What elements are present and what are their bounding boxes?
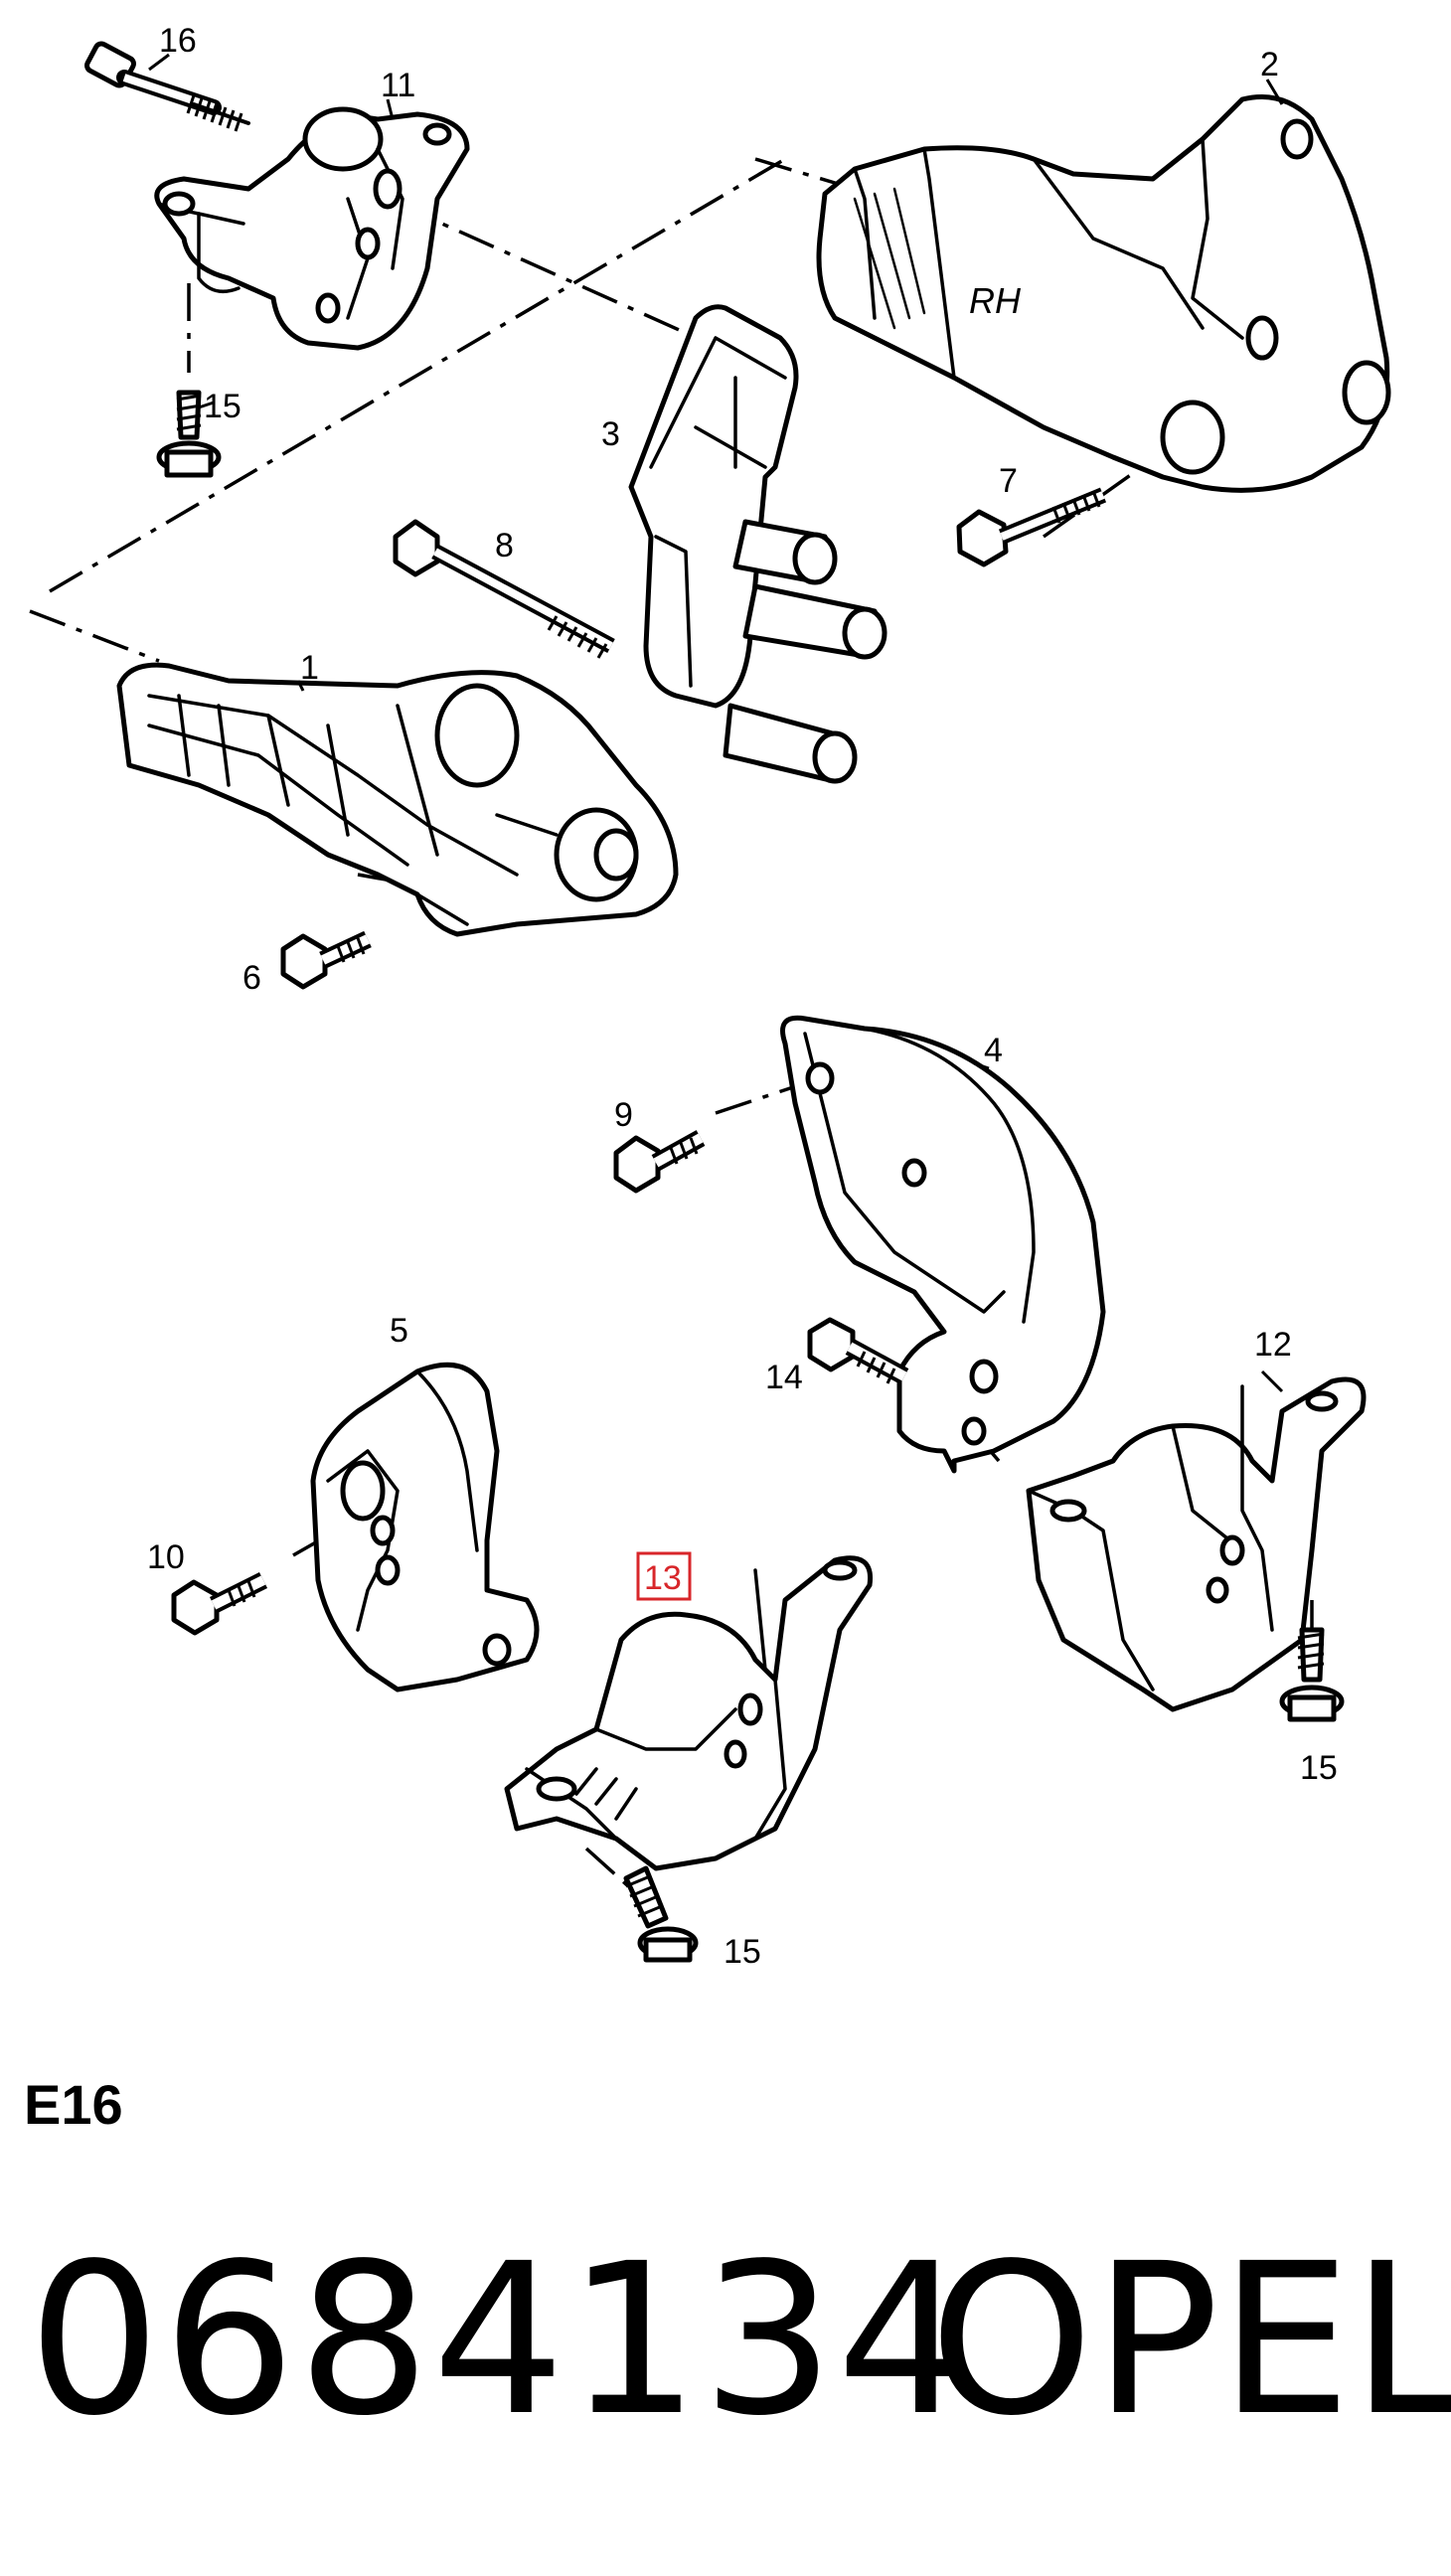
- part-7-bolt: [956, 487, 1107, 567]
- callout-13: 13: [644, 1559, 682, 1597]
- callout-15-top: 15: [204, 388, 242, 425]
- part-2-rh-bracket: RH: [816, 94, 1391, 493]
- highlight-box-13: [636, 1551, 692, 1601]
- part-9-bolt: [613, 1130, 706, 1194]
- callout-14: 14: [765, 1359, 803, 1396]
- part-4-plate: [780, 1015, 1106, 1474]
- part-11-mount: [154, 106, 470, 351]
- part-14-bolt: [807, 1317, 909, 1384]
- stamp-rh: RH: [969, 280, 1022, 321]
- exploded-parts-diagram: RH: [29, 22, 1391, 1971]
- part-3-bracket: [628, 304, 887, 784]
- callout-7: 7: [999, 462, 1018, 500]
- callout-11: 11: [381, 67, 415, 104]
- callout-15-bottom: 15: [724, 1933, 761, 1971]
- part-1-arm: [116, 662, 679, 937]
- part-13-mount: [504, 1555, 874, 1871]
- callout-5: 5: [390, 1312, 408, 1350]
- part-16-bolt: [84, 41, 250, 132]
- part-8-bolt: [393, 519, 615, 659]
- callout-4: 4: [984, 1032, 1003, 1069]
- part-5-mount: [310, 1362, 540, 1692]
- callout-leaders: [148, 53, 1284, 1393]
- part-15-screw-right: [1279, 1627, 1345, 1722]
- callout-1: 1: [300, 649, 319, 687]
- callout-15-right: 15: [1300, 1749, 1338, 1787]
- part-10-bolt: [171, 1571, 268, 1636]
- part-number: 0684134: [28, 2218, 972, 2462]
- callout-10: 10: [147, 1538, 185, 1576]
- engine-code-label: E16: [24, 2073, 123, 2136]
- callout-16: 16: [159, 22, 197, 60]
- brand-name: OPEL: [929, 2218, 1451, 2462]
- part-6-bolt: [280, 930, 372, 990]
- callout-8: 8: [495, 527, 514, 564]
- callout-9: 9: [614, 1096, 633, 1134]
- callout-12: 12: [1254, 1326, 1292, 1364]
- callout-2: 2: [1260, 46, 1279, 83]
- callout-3: 3: [601, 415, 620, 453]
- callouts: 16 11 2 15 3 7 8 1 6 4 9 5 12 14 10 13 1…: [147, 22, 1338, 1971]
- part-15-screw-bottom: [623, 1865, 699, 1963]
- callout-6: 6: [242, 959, 261, 997]
- part-12-mount: [1026, 1376, 1367, 1712]
- part-15-screw-top: [156, 390, 222, 478]
